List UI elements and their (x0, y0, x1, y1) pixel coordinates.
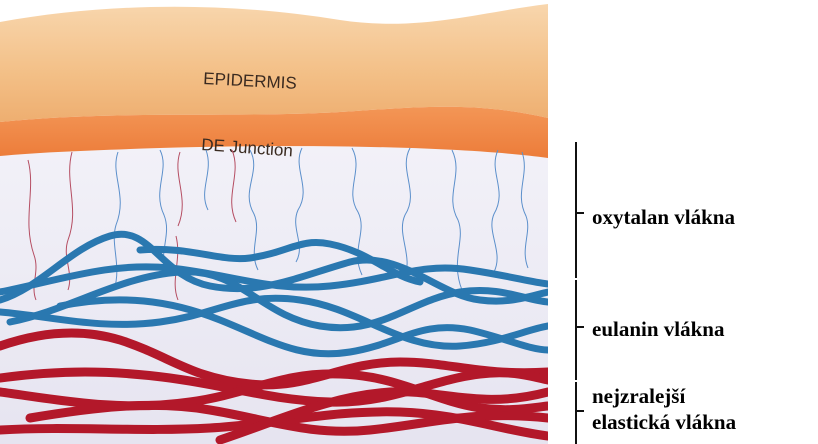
bracket-eulanin (568, 280, 577, 380)
eulanin-fibers-label: eulanin vlákna (592, 316, 724, 342)
mature-elastic-fibers-label: nejzralejší elastická vlákna (592, 383, 736, 435)
bracket-tick-eulanin (575, 326, 584, 328)
mature-elastic-label-line2: elastická vlákna (592, 409, 736, 435)
bracket-oxytalan (568, 142, 577, 278)
bracket-tick-oxytalan (575, 212, 584, 214)
oxytalan-fibers-label: oxytalan vlákna (592, 204, 735, 230)
epidermis-layer (0, 4, 548, 122)
bracket-elastic (568, 382, 577, 444)
bracket-tick-elastic (575, 410, 584, 412)
mature-elastic-label-line1: nejzralejší (592, 383, 736, 409)
